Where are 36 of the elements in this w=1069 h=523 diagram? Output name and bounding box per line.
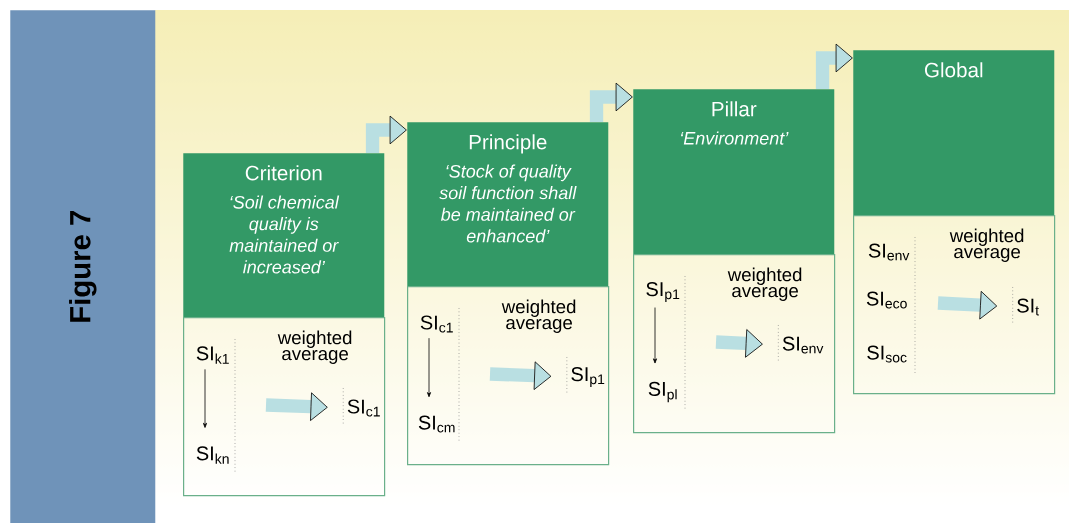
index-symbol: SI$_{c1}$ [420,315,453,333]
calculation-box [853,215,1056,395]
index-symbol: SI$_{p1}$ [571,367,605,387]
index-symbol: SI$_{kn}$ [196,446,229,464]
down-arrow [427,337,431,398]
index-symbol: SI$_{soc}$ [867,345,907,363]
down-arrow [653,307,657,364]
down-arrow [203,368,207,428]
block-arrow [265,392,328,421]
level-header-box: Pillar ‘Environment’ [633,89,835,255]
index-symbol: SI$_{k1}$ [196,346,229,364]
edge-label: weighted average [727,267,802,301]
block-arrow [715,329,763,358]
figure-label-band: Figure 7 [10,10,156,523]
elbow-arrow [365,115,407,153]
level-header-box: Criterion ‘Soil chemical quality is maintained or increased’ [183,153,385,318]
index-symbol: SI$_{env}$ [868,243,910,261]
block-arrow [489,361,552,390]
index-symbol: SI$_{pl}$ [648,381,677,403]
edge-label: weighted average [949,228,1024,262]
edge-label: weighted average [277,330,352,364]
level-header-box: Principle ‘Stock of quality soil function shall be maintained or enhanced’ [407,122,609,287]
calculation-box [633,254,836,434]
index-symbol: SI$_{env}$ [782,336,824,354]
index-symbol: SI$_{p1}$ [646,282,680,302]
elbow-arrow [815,43,853,89]
index-symbol: SI$_{cm}$ [418,415,455,433]
block-arrow [937,290,998,320]
level-header-box: Global [853,50,1055,216]
index-symbol: SI$_{eco}$ [866,291,907,309]
index-symbol: SI$_{c1}$ [347,399,380,417]
calculation-box [183,317,386,497]
index-symbol: SI$_{t}$ [1017,298,1039,316]
calculation-box [407,286,610,466]
elbow-arrow [589,82,633,122]
edge-label: weighted average [501,299,576,333]
